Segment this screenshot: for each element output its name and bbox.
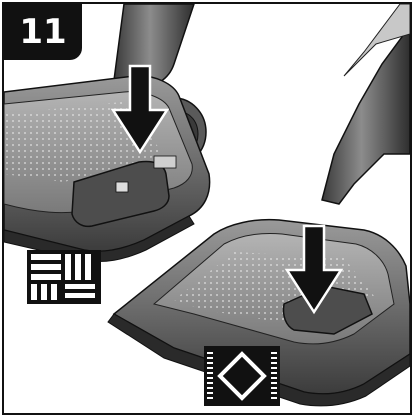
instruction-figure: 11	[2, 2, 412, 415]
illustration-scene	[4, 4, 410, 407]
down-arrow-icon	[284, 224, 344, 315]
carpet-icon	[204, 346, 280, 406]
down-arrow-icon	[110, 64, 170, 155]
step-number-badge: 11	[4, 4, 82, 60]
hard-floor-icon	[27, 250, 101, 304]
